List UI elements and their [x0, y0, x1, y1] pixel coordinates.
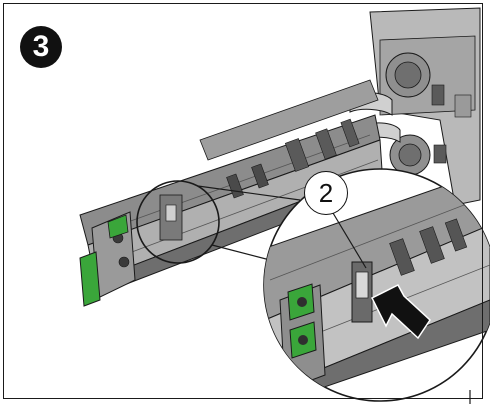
- diagram-border: [3, 3, 483, 399]
- step-badge: 3: [20, 26, 62, 68]
- slide-rail-outer: [79, 79, 385, 296]
- push-arrow-icon: [370, 284, 431, 340]
- magnifier-circle-small: [136, 180, 220, 264]
- server-chassis: [349, 7, 481, 206]
- release-tab-green: [79, 251, 101, 307]
- front-bracket: [79, 211, 136, 307]
- callout-label: 2: [304, 171, 348, 215]
- rail-latch-small: [159, 194, 183, 241]
